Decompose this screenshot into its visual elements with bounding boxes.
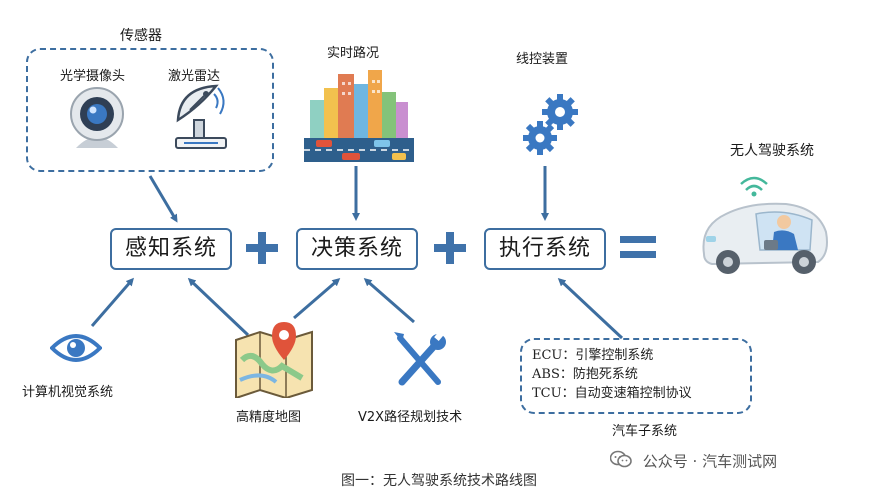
execution-system-box: 执行系统 bbox=[484, 228, 606, 270]
car-subsystems-list: ECU：引擎控制系统 ABS：防抱死系统 TCU：自动变速箱控制协议 bbox=[532, 346, 692, 403]
autonomous-car-icon bbox=[702, 176, 828, 274]
arrow-hdmap-to-decision bbox=[293, 278, 341, 320]
gears-icon bbox=[523, 94, 578, 155]
result-label: 无人驾驶系统 bbox=[730, 143, 814, 159]
camera-label: 光学摄像头 bbox=[60, 69, 126, 84]
sensors-title: 传感器 bbox=[120, 28, 162, 44]
actuator-label: 线控装置 bbox=[516, 52, 569, 67]
camera-icon bbox=[70, 87, 124, 148]
arrow-sensors-to-perception bbox=[148, 175, 178, 223]
radar-dish-icon bbox=[175, 84, 227, 149]
eye-icon bbox=[50, 334, 102, 362]
car-subsystems-group bbox=[520, 338, 752, 414]
arrow-v2x-to-decision bbox=[363, 278, 415, 324]
hdmap-label: 高精度地图 bbox=[236, 410, 302, 425]
arrow-carsub-to-execution bbox=[557, 277, 624, 340]
perception-system-box: 感知系统 bbox=[110, 228, 232, 270]
tools-icon bbox=[394, 331, 446, 386]
arrow-hdmap-to-perception bbox=[187, 277, 250, 337]
lidar-label: 激光雷达 bbox=[168, 69, 221, 84]
city-traffic-icon bbox=[304, 70, 414, 162]
map-icon bbox=[235, 322, 313, 398]
figure-caption: 图一：无人驾驶系统技术路线图 bbox=[341, 473, 537, 489]
watermark: 公众号 · 汽车测试网 bbox=[609, 450, 778, 472]
arrow-vision-to-perception bbox=[90, 277, 134, 327]
plus-icon-1 bbox=[246, 232, 278, 264]
sensors-group bbox=[26, 48, 274, 172]
equals-icon bbox=[620, 236, 656, 260]
v2x-label: V2X路径规划技术 bbox=[358, 410, 463, 425]
vision-label: 计算机视觉系统 bbox=[22, 385, 114, 400]
car-subsystems-title: 汽车子系统 bbox=[612, 424, 678, 439]
abs-line: ABS：防抱死系统 bbox=[532, 367, 638, 382]
watermark-text: 公众号 · 汽车测试网 bbox=[642, 452, 778, 471]
ecu-line: ECU：引擎控制系统 bbox=[532, 348, 654, 363]
tcu-line: TCU：自动变速箱控制协议 bbox=[532, 386, 692, 401]
plus-icon-2 bbox=[434, 232, 466, 264]
realtime-label: 实时路况 bbox=[327, 46, 380, 61]
decision-system-box: 决策系统 bbox=[296, 228, 418, 270]
wechat-icon bbox=[609, 450, 632, 472]
